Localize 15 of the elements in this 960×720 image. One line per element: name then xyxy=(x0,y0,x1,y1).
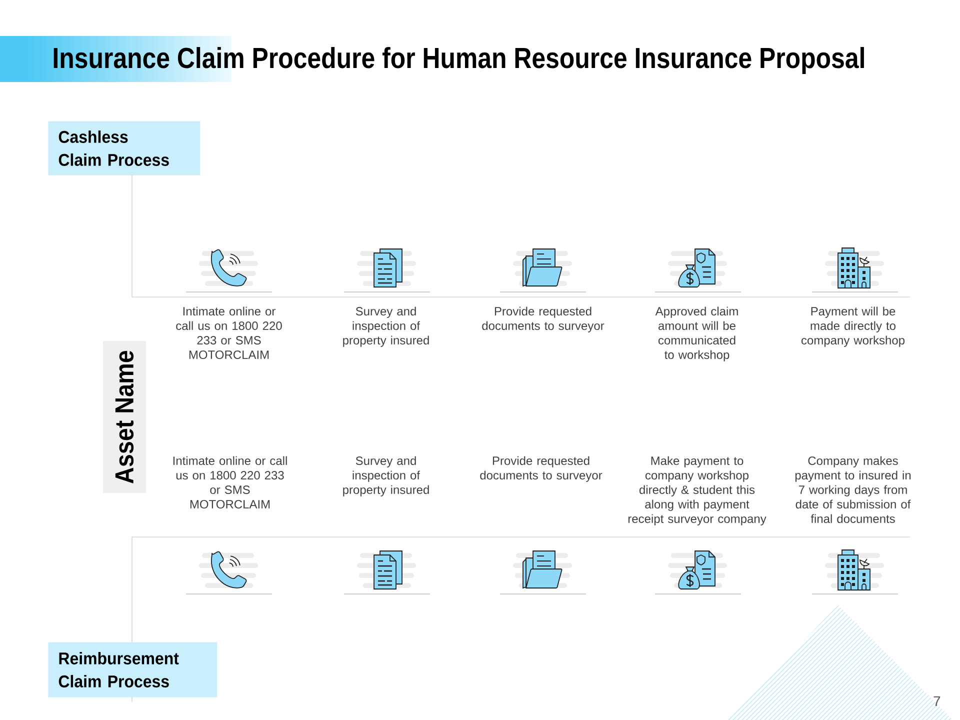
vertical-title-box: Asset Name xyxy=(103,341,146,493)
step-text: Company makes payment to insured in 7 working days from date of submission of final documents xyxy=(795,456,911,523)
step-text: Provide requested documents to surveyor xyxy=(480,456,602,482)
step-text: Provide requested documents to surveyor xyxy=(482,306,604,332)
slide-title: Insurance Claim Procedure for Human Resource Insurance Proposal xyxy=(54,46,864,74)
step-text: Survey and inspection of property insured xyxy=(343,456,429,496)
step-text: Survey and inspection of property insured xyxy=(343,306,429,347)
step-text: Intimate online or call us on 1800 220 233 or SMS MOTORCLAIM xyxy=(173,456,287,508)
step-text: Approved claim amount will be communicated to workshop xyxy=(655,306,738,362)
category-box: Reimbursement Claim Process xyxy=(48,642,218,698)
step-text: Intimate online or call us on 1800 220 233 or SMS MOTORCLAIM xyxy=(176,306,282,359)
page-number: 7 xyxy=(934,696,940,706)
step-text: Make payment to company workshop directly & student this along with payment receipt surveyor company xyxy=(628,456,766,526)
category-box: Cashless Claim Process xyxy=(48,121,200,176)
step-text: Payment will be made directly to company workshop xyxy=(802,306,904,347)
